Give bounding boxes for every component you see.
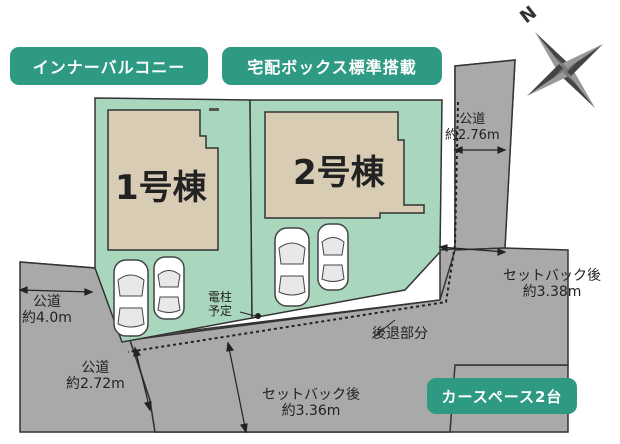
- building-2-label: 2号棟: [293, 153, 385, 193]
- compass-north-label: N: [516, 2, 541, 28]
- setback-bottom-label: セットバック後 約3.36m: [262, 387, 360, 419]
- dim-setback-bottom: [226, 341, 248, 434]
- building-2-footprint: [264, 111, 425, 219]
- setback-area-label: 後退部分: [372, 326, 428, 342]
- utility-pole-label: 電柱 予定: [208, 290, 232, 318]
- utility-pole-leader: [239, 311, 256, 317]
- dim-setback-right: [438, 244, 507, 256]
- road-west-label-line2: 約4.0m: [22, 310, 72, 326]
- building-1-footprint: [107, 109, 219, 251]
- building-1-label: 1号棟: [115, 168, 207, 208]
- badge-inner-balcony: インナーバルコニー: [10, 47, 208, 85]
- car-3: [274, 227, 310, 307]
- road-surface-south: [129, 247, 569, 433]
- road-south-label-line1: 公道: [81, 360, 110, 376]
- setback-bottom-label-line1: セットバック後: [262, 387, 360, 403]
- utility-pole-label-line1: 電柱: [208, 290, 233, 304]
- car-4: [317, 223, 349, 291]
- road-east-label: 公道 約2.76m: [445, 112, 500, 144]
- setback-line: [127, 101, 459, 353]
- road-south-label: 公道 約2.72m: [66, 360, 125, 392]
- car-2: [153, 256, 185, 320]
- car-1: [113, 259, 149, 337]
- setback-right-label-line1: セットバック後: [503, 268, 601, 284]
- dim-south-road: [133, 346, 152, 412]
- building-1-marker: [209, 108, 219, 111]
- badge-car-space: カースペース2台: [427, 378, 577, 414]
- road-west-label-line1: 公道: [32, 294, 61, 310]
- road-south-label-line2: 約2.72m: [66, 376, 125, 392]
- utility-pole-label-line2: 予定: [208, 304, 233, 318]
- dim-east-road: [453, 146, 507, 154]
- road-west-label: 公道 約4.0m: [22, 294, 72, 326]
- dim-west-road: [18, 286, 94, 296]
- setback-area-leader: [371, 319, 396, 339]
- road-surface-east: [454, 59, 516, 251]
- road-east-label-line2: 約2.76m: [445, 128, 500, 143]
- setback-bottom-label-line2: 約3.36m: [281, 403, 341, 419]
- road-east-label-line1: 公道: [459, 112, 486, 127]
- compass-icon: [527, 32, 603, 108]
- badge-delivery-box: 宅配ボックス標準搭載: [222, 47, 442, 85]
- setback-right-label: セットバック後 約3.38m: [503, 268, 601, 300]
- utility-pole-marker: [255, 313, 261, 319]
- setback-right-label-line2: 約3.38m: [522, 284, 582, 300]
